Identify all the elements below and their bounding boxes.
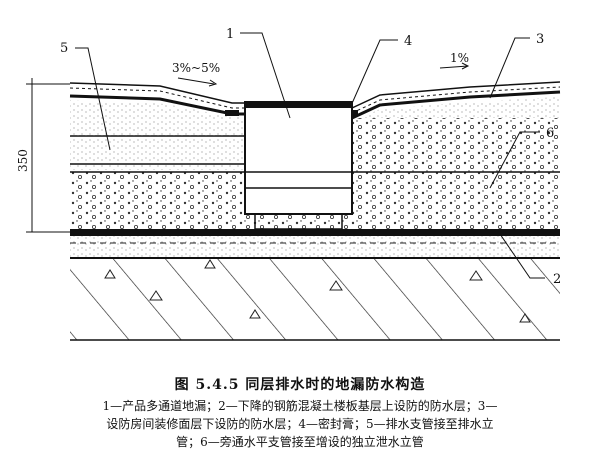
label-5: 5 [60,41,68,56]
slope-left-label: 3%~5% [172,61,220,75]
caption-title: 图 5.4.5 同层排水时的地漏防水构造 [174,377,426,393]
left-mortar-bed [70,100,245,136]
label-3: 3 [536,32,544,47]
leader-lines [26,32,545,279]
concrete-slab [70,257,560,341]
caption-line-3: 管；6—旁通水平支管接至增设的独立泄水立管 [176,435,424,449]
branch-pipe-channel [70,135,245,170]
upper-finish-layers [69,81,561,122]
label-1: 1 [226,27,234,42]
label-6: 6 [546,126,554,141]
right-filler [352,118,560,172]
caption-line-1: 1—产品多通道地漏；2—下降的钢筋混凝土楼板基层上设防的防水层；3— [102,399,498,413]
slope-right-label: 1% [450,51,469,65]
lower-waterproof-layer [70,229,560,258]
drain-section-drawing: 1 2 3 4 5 6 3%~5% 1% 350 [16,27,561,341]
caption-line-2: 设防房间装修面层下设防的防水层；4—密封膏；5—排水支管接至排水立 [106,417,494,431]
label-2: 2 [553,272,561,287]
label-4: 4 [404,34,412,49]
drain-body [244,101,353,230]
figure-caption: 图 5.4.5 同层排水时的地漏防水构造 1—产品多通道地漏；2—下降的钢筋混凝… [0,374,600,451]
dimension-label: 350 [16,149,30,172]
